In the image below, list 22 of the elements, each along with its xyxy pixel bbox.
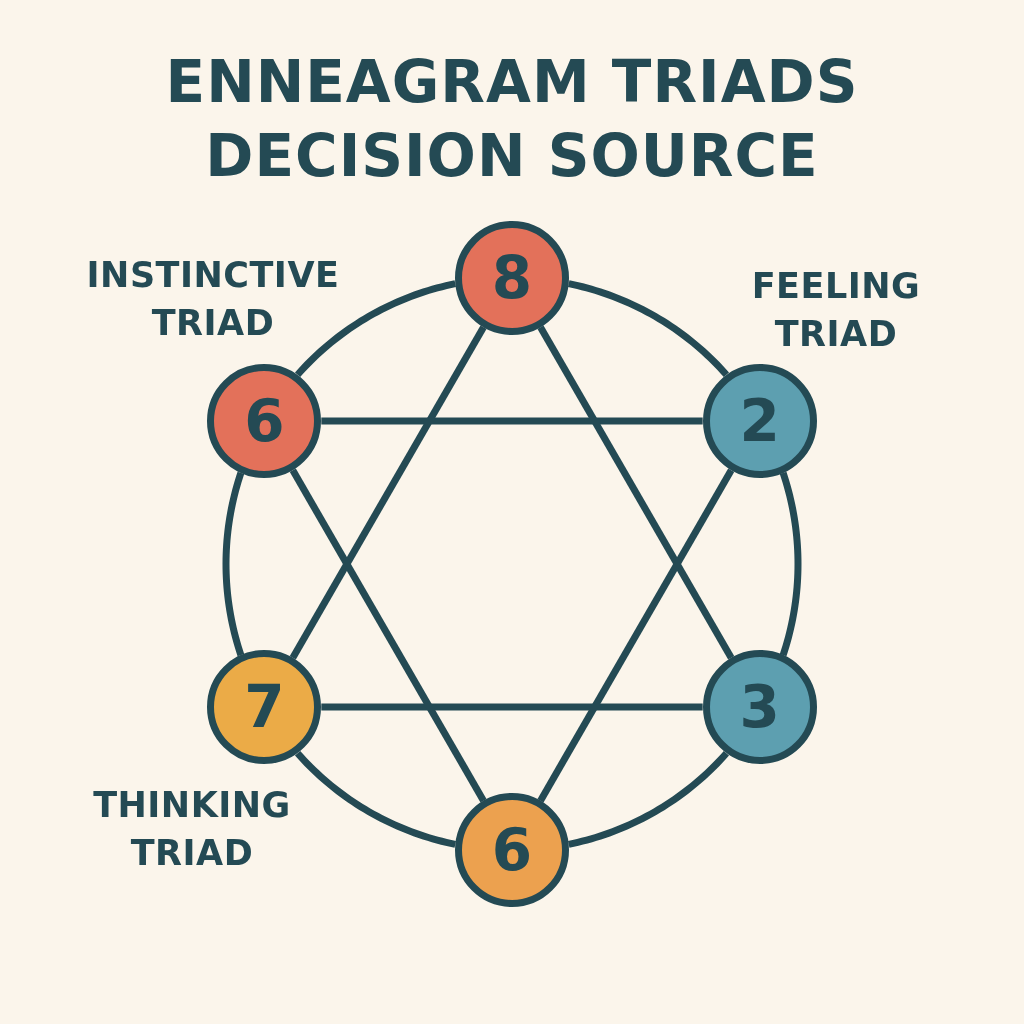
circle-arc [568, 280, 729, 378]
connecting-line [537, 468, 735, 803]
circle-arc [568, 750, 729, 848]
number-label: 6 [491, 821, 533, 879]
triad-label: FEELING TRIAD [750, 265, 922, 356]
circle-arc [779, 471, 802, 657]
triad-label: THINKING TRIAD [92, 784, 292, 875]
connecting-line [537, 325, 735, 660]
number-label: 7 [244, 678, 285, 736]
circle-arc [222, 471, 245, 657]
circle-arc [295, 280, 456, 378]
connecting-line [321, 417, 703, 425]
title: ENNEAGRAM TRIADS DECISION SOURCE [164, 47, 860, 192]
number-label: 2 [739, 392, 780, 450]
connecting-line [321, 703, 703, 711]
connecting-line [289, 468, 487, 803]
connecting-line [289, 325, 487, 660]
circle-arc [295, 750, 456, 848]
number-label: 6 [244, 392, 285, 450]
number-label: 8 [491, 249, 533, 307]
number-label: 3 [739, 678, 780, 736]
triad-label: INSTINCTIVE TRIAD [85, 254, 341, 345]
